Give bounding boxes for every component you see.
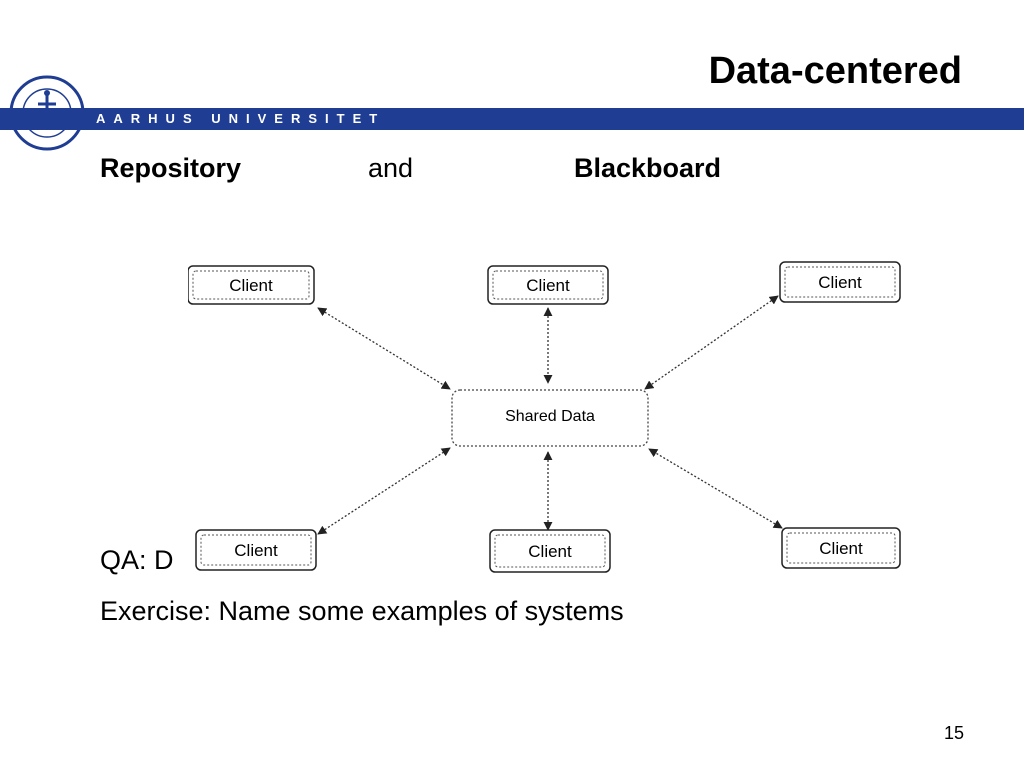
client-box-bottom-right: Client	[781, 527, 901, 569]
data-centered-diagram: Client Client Client Shared Data Client …	[188, 261, 901, 573]
client-label: Client	[528, 542, 572, 561]
slide-title: Data-centered	[708, 50, 962, 92]
connector-bottom-right	[648, 448, 783, 529]
client-box-bottom-middle: Client	[489, 529, 611, 573]
client-box-top-right: Client	[779, 261, 901, 303]
client-box-bottom-left: Client	[195, 529, 317, 571]
connector-top-right	[644, 295, 779, 390]
client-box-top-middle: Client	[487, 265, 609, 305]
connector-bottom-left	[317, 447, 451, 535]
client-label: Client	[526, 276, 570, 295]
client-box-top-left: Client	[188, 265, 315, 305]
exercise-line: Exercise: Name some examples of systems	[100, 596, 624, 626]
page-number: 15	[943, 723, 964, 743]
client-label: Client	[229, 276, 273, 295]
heading-blackboard: Blackboard	[574, 153, 722, 183]
shared-data-label: Shared Data	[505, 408, 595, 425]
heading-repository: Repository	[100, 153, 242, 183]
client-label: Client	[234, 541, 278, 560]
heading-and: and	[368, 153, 414, 183]
client-label: Client	[819, 539, 863, 558]
university-name: AARHUS UNIVERSITET	[96, 111, 386, 126]
qa-line: QA: D	[100, 545, 174, 575]
university-band	[0, 108, 1024, 130]
shared-data-box: Shared Data	[451, 389, 649, 447]
connector-top-left	[317, 307, 451, 390]
client-label: Client	[818, 273, 862, 292]
